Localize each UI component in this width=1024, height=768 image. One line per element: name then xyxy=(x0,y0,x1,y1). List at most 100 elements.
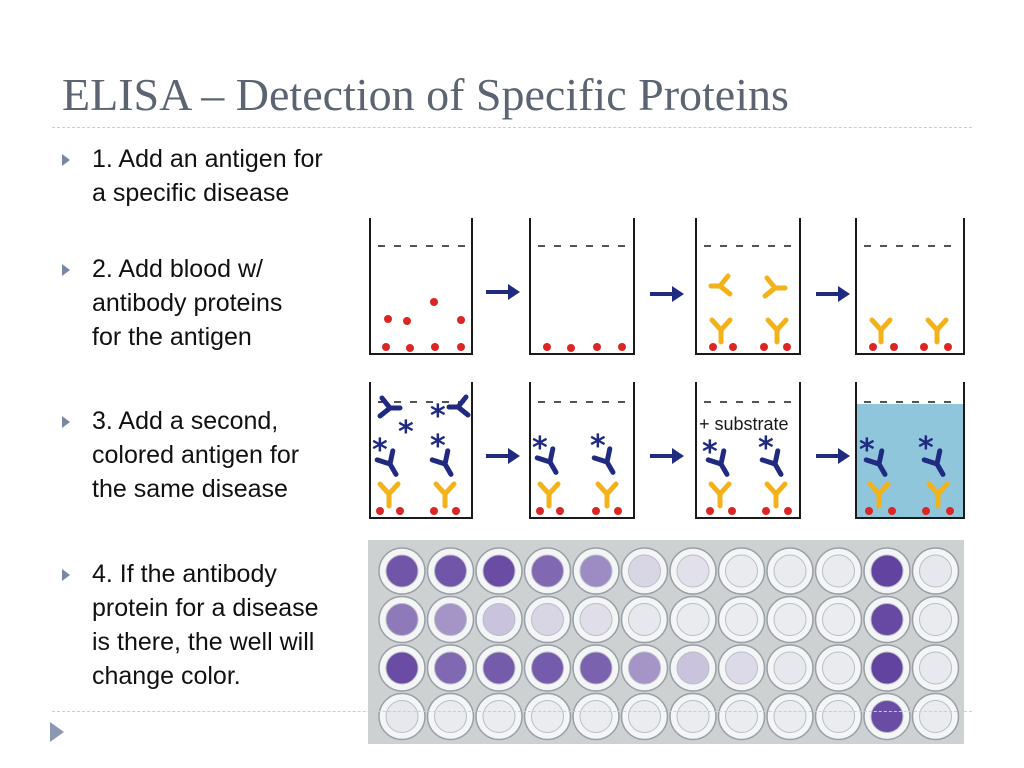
title-divider xyxy=(52,127,972,128)
plate-well xyxy=(385,603,419,636)
plate-well xyxy=(676,554,710,588)
beaker-row-1 xyxy=(369,218,965,355)
bullet-line: for the antigen xyxy=(92,323,252,351)
svg-text:*: * xyxy=(859,433,875,468)
plate-well xyxy=(773,651,807,685)
beaker-row-2: ** ** ** xyxy=(369,382,965,519)
plate-well xyxy=(822,651,855,685)
bullet-step-2: 2. Add blood w/ antibody proteins for th… xyxy=(62,252,362,354)
plate-well xyxy=(773,554,807,588)
bullet-line: 1. Add an antigen for xyxy=(92,145,323,173)
plate-well xyxy=(579,603,613,636)
plate-well xyxy=(531,700,564,733)
bullet-line: is there, the well will xyxy=(92,628,315,656)
beaker-antibodies-bound xyxy=(855,218,965,355)
plate-well xyxy=(676,700,710,733)
plate-well xyxy=(385,554,419,588)
bullet-line: 4. If the antibody xyxy=(92,560,277,588)
plate-well xyxy=(628,700,661,733)
plate-well xyxy=(773,603,807,636)
svg-text:*: * xyxy=(918,431,934,466)
plate-well xyxy=(482,554,516,588)
plate-well xyxy=(385,700,419,733)
plate-well xyxy=(628,651,661,685)
svg-text:*: * xyxy=(758,431,774,466)
bullet-line: protein for a disease xyxy=(92,594,319,622)
plate-well xyxy=(579,554,613,588)
bullet-step-4: 4. If the antibody protein for a disease… xyxy=(62,557,362,693)
plate-well xyxy=(725,603,758,636)
svg-text:*: * xyxy=(372,433,388,468)
beaker-second-antibody-bound: ** xyxy=(529,382,635,519)
plate-well xyxy=(628,554,661,588)
bullet-line: antibody proteins xyxy=(92,289,283,317)
plate-well xyxy=(822,554,855,588)
plate-well xyxy=(919,603,952,636)
plate-well xyxy=(531,603,564,636)
plate-well xyxy=(725,700,758,733)
beaker-second-antibody-added: ** ** xyxy=(369,382,473,519)
plate-well xyxy=(773,700,807,733)
svg-text:*: * xyxy=(702,435,718,470)
plate-well xyxy=(482,651,516,685)
plate-well xyxy=(676,603,710,636)
plate-well xyxy=(870,554,904,588)
svg-text:*: * xyxy=(430,429,446,464)
plate-well xyxy=(725,554,758,588)
beaker-color-change: ** xyxy=(855,382,965,519)
bullet-arrow-icon xyxy=(62,154,70,166)
arrow-right-icon xyxy=(650,448,684,464)
bullet-line: change color. xyxy=(92,662,241,690)
svg-text:*: * xyxy=(590,429,606,464)
bullet-line: 2. Add blood w/ xyxy=(92,255,263,283)
arrow-right-icon xyxy=(816,286,850,302)
bullet-line: 3. Add a second, xyxy=(92,407,279,435)
arrow-right-icon xyxy=(486,284,520,300)
svg-text:*: * xyxy=(532,431,548,466)
plate-well xyxy=(531,554,564,588)
plate-well xyxy=(385,651,419,685)
plate-well xyxy=(725,651,758,685)
plate-well xyxy=(579,700,613,733)
svg-text:*: * xyxy=(430,399,446,434)
plate-well xyxy=(919,651,952,685)
arrow-right-icon xyxy=(650,286,684,302)
beaker-antibodies-added xyxy=(695,218,801,355)
arrow-right-icon xyxy=(486,448,520,464)
bullet-line: a specific disease xyxy=(92,179,290,207)
beaker-antigens-floating xyxy=(369,218,473,355)
bullet-line: the same disease xyxy=(92,475,288,503)
arrow-right-icon xyxy=(816,448,850,464)
play-triangle-icon[interactable] xyxy=(50,722,64,742)
plate-well xyxy=(434,700,467,733)
bullet-step-3: 3. Add a second, colored antigen for the… xyxy=(62,404,362,506)
plate-well xyxy=(919,700,952,733)
plate-well xyxy=(870,651,904,685)
plate-well xyxy=(434,603,467,636)
plate-well xyxy=(434,651,467,685)
svg-text:*: * xyxy=(398,415,414,450)
plate-well xyxy=(870,700,904,733)
bullet-arrow-icon xyxy=(62,416,70,428)
bullet-arrow-icon xyxy=(62,569,70,581)
microplate-photo xyxy=(368,540,964,744)
plate-well xyxy=(434,554,467,588)
plate-well xyxy=(482,603,516,636)
slide-title: ELISA – Detection of Specific Proteins xyxy=(62,69,789,120)
plate-well xyxy=(870,603,904,636)
substrate-label: + substrate xyxy=(699,414,789,434)
footer-divider xyxy=(52,711,972,712)
beaker-substrate-added: + substrate * * xyxy=(695,382,801,519)
elisa-steps-diagram: ** ** ** xyxy=(369,218,965,519)
bullet-arrow-icon xyxy=(62,264,70,276)
bullet-line: colored antigen for xyxy=(92,441,300,469)
plate-well xyxy=(919,554,952,588)
plate-well xyxy=(531,651,564,685)
plate-well xyxy=(628,603,661,636)
bullet-step-1: 1. Add an antigen for a specific disease xyxy=(62,142,362,210)
beaker-antigens-bound xyxy=(529,218,635,355)
plate-well xyxy=(579,651,613,685)
plate-well xyxy=(822,700,855,733)
plate-well xyxy=(482,700,516,733)
plate-well xyxy=(676,651,710,685)
